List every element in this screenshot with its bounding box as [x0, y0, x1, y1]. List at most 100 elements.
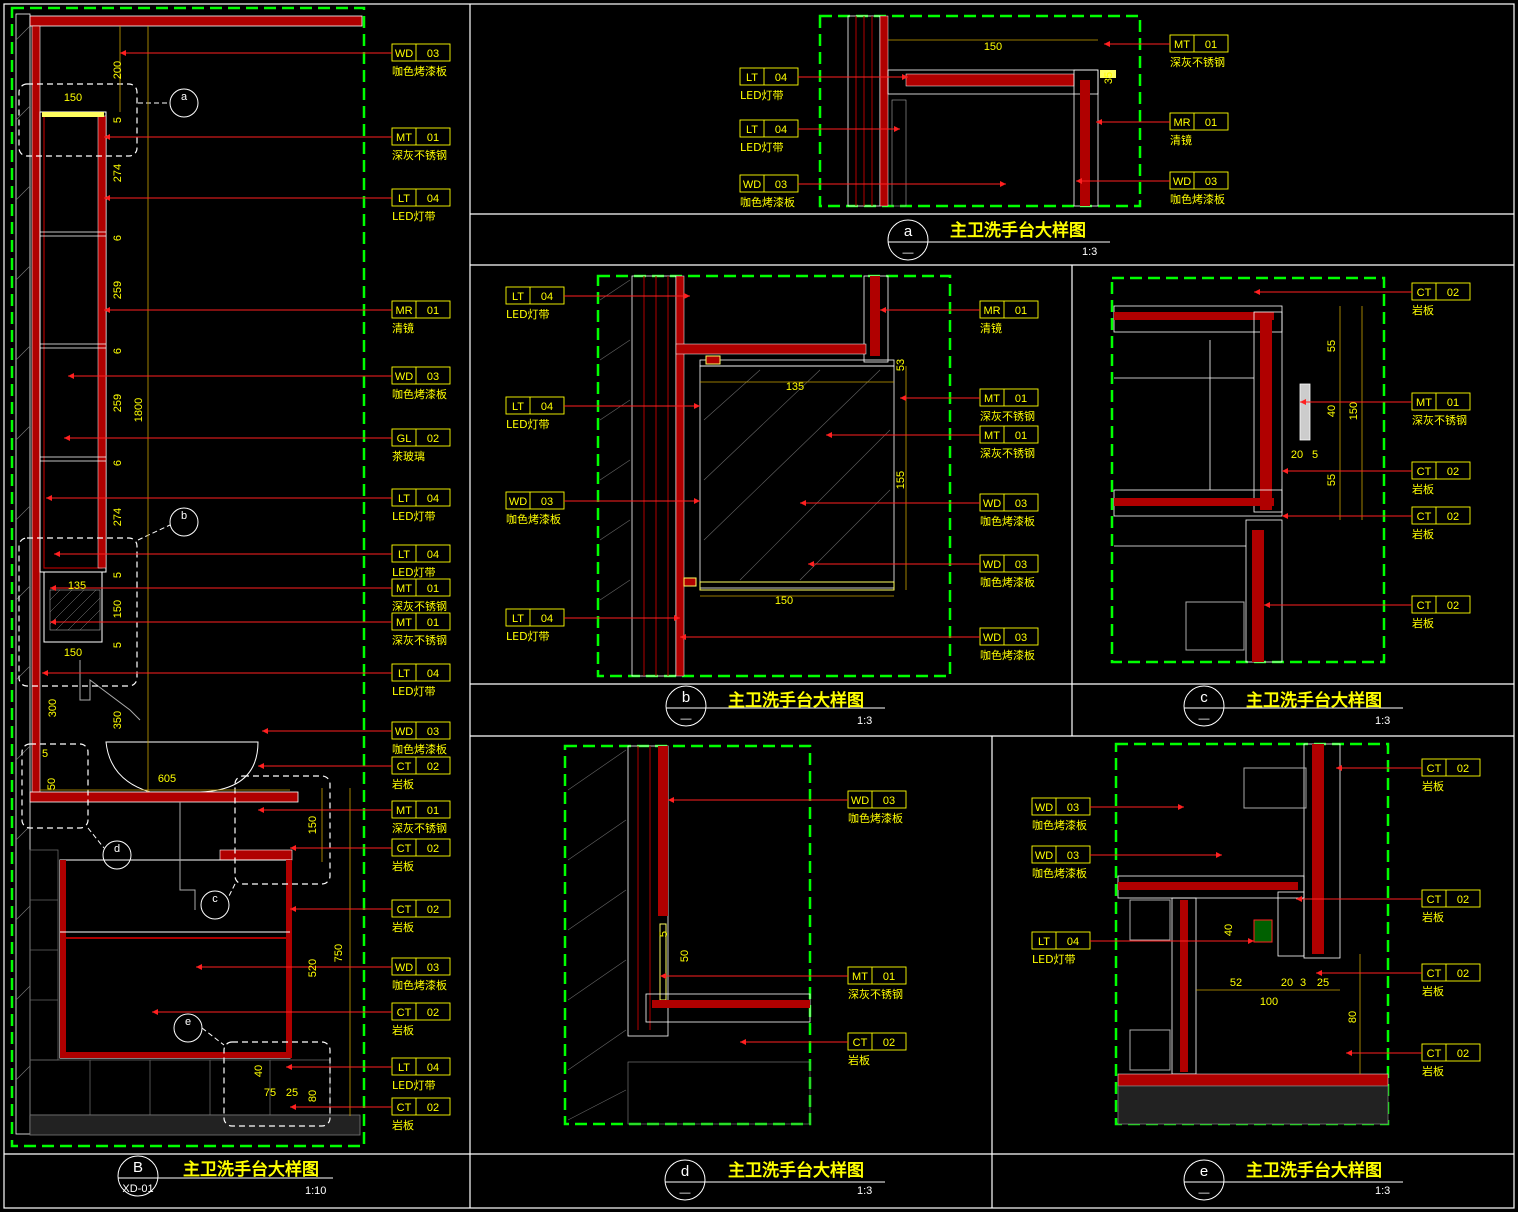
callout-description: 岩板	[1412, 482, 1434, 496]
dimension-b-3: 150	[775, 595, 793, 607]
callout-number: 01	[427, 805, 439, 817]
dimension-c-4: 5	[1312, 449, 1318, 461]
dimension-d-1: 50	[679, 950, 691, 962]
callout-description: LED灯带	[392, 685, 436, 698]
dimension-a-1: 35	[1103, 72, 1115, 84]
callout-description: 深灰不锈钢	[848, 987, 903, 1001]
title-mark: a	[904, 223, 913, 240]
callout-description: 咖色烤漆板	[848, 811, 903, 825]
callout-code: LT	[512, 613, 524, 625]
callout-number: 02	[427, 1102, 439, 1114]
title-scale: 1:3	[1375, 715, 1390, 727]
title-mark-dash: —	[681, 713, 692, 725]
callout-code: GL	[397, 433, 412, 445]
title-layer: BXD-01主卫洗手台大样图1:10a—主卫洗手台大样图1:3b—主卫洗手台大样…	[117, 219, 1403, 1201]
detail-b	[596, 274, 952, 678]
callout-code: WD	[395, 962, 413, 974]
callout-code: WD	[983, 632, 1001, 644]
callout-description: LED灯带	[392, 510, 436, 523]
callout-number: 02	[1457, 763, 1469, 775]
callout-code: CT	[1417, 287, 1432, 299]
callout-description: 咖色烤漆板	[740, 195, 795, 209]
callout-description: 咖色烤漆板	[980, 575, 1035, 589]
title-mark-dash: —	[680, 1187, 691, 1199]
title-mark: e	[1200, 1163, 1208, 1180]
callout-code: WD	[851, 795, 869, 807]
dimension-main-19: 50	[46, 778, 58, 790]
callout-number: 01	[427, 617, 439, 629]
callout-arrow	[684, 293, 690, 299]
dimension-main-1: 150	[64, 92, 82, 104]
callout-code: CT	[397, 761, 412, 773]
callout-arrow	[668, 797, 674, 803]
dimension-main-23: 520	[307, 959, 319, 977]
callout-number: 03	[427, 371, 439, 383]
callout-description: 深灰不锈钢	[1170, 55, 1225, 69]
detail-c	[1110, 276, 1386, 664]
callout-number: 03	[541, 496, 553, 508]
callout-description: 咖色烤漆板	[506, 512, 561, 526]
callout-description: 岩板	[392, 920, 414, 934]
dimension-main-13: 150	[112, 600, 124, 618]
title-text: 主卫洗手台大样图	[728, 1160, 864, 1181]
dimension-main-24: 40	[253, 1065, 265, 1077]
title-mark: d	[681, 1163, 689, 1180]
section-mark-a: a	[181, 91, 188, 103]
callout-arrow	[1248, 938, 1254, 944]
callout-number: 01	[1205, 117, 1217, 129]
callout-number: 02	[1447, 600, 1459, 612]
callout-code: LT	[746, 124, 758, 136]
callout-description: 深灰不锈钢	[1412, 413, 1467, 427]
dimension-main-20: 605	[158, 773, 176, 785]
dimension-e-3: 3	[1300, 977, 1306, 989]
callout-code: WD	[743, 179, 761, 191]
callout-arrow	[290, 906, 296, 912]
callout-code: CT	[1427, 968, 1442, 980]
callout-description: LED灯带	[506, 418, 550, 431]
section-mark-c: c	[212, 893, 218, 905]
title-scale: 1:3	[857, 715, 872, 727]
callout-code: CT	[1427, 894, 1442, 906]
callout-arrow	[1000, 181, 1006, 187]
callout-code: WD	[1035, 802, 1053, 814]
callout-arrow	[1316, 970, 1322, 976]
title-mark-dash: —	[1199, 713, 1210, 725]
title-text: 主卫洗手台大样图	[950, 220, 1086, 241]
sheet-frame	[3, 3, 1515, 1209]
callout-number: 04	[541, 613, 553, 625]
callout-description: 深灰不锈钢	[980, 409, 1035, 423]
callout-arrow	[1300, 399, 1306, 405]
dimension-main-11: 5	[112, 572, 124, 578]
dimension-main-15: 150	[64, 647, 82, 659]
callout-code: MT	[396, 583, 412, 595]
dimension-c-0: 55	[1326, 340, 1338, 352]
title-mark-circle	[1183, 1159, 1225, 1201]
callout-number: 02	[427, 761, 439, 773]
callout-description: 咖色烤漆板	[980, 648, 1035, 662]
title-text: 主卫洗手台大样图	[183, 1159, 319, 1180]
callout-code: LT	[398, 193, 410, 205]
dimension-main-7: 259	[112, 394, 124, 412]
callout-number: 03	[427, 48, 439, 60]
dimension-main-12: 135	[68, 580, 86, 592]
callout-number: 04	[541, 291, 553, 303]
callout-number: 04	[775, 72, 787, 84]
callout-arrow	[680, 634, 686, 640]
callout-description: 岩板	[848, 1053, 870, 1067]
callout-code: CT	[397, 1007, 412, 1019]
